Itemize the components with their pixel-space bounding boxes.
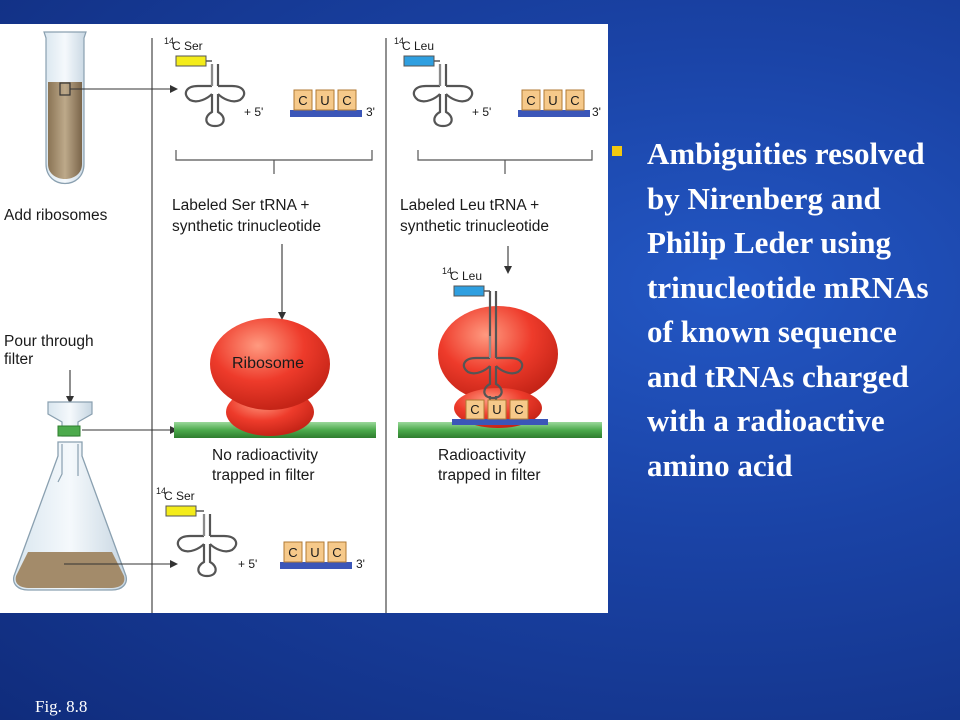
svg-text:14: 14 — [164, 36, 174, 46]
pour-filter-label-2: filter — [4, 351, 33, 368]
svg-text:3': 3' — [366, 105, 375, 119]
svg-text:+ 5': + 5' — [472, 105, 491, 119]
radioactivity-label-2: trapped in filter — [438, 467, 541, 484]
svg-text:C: C — [570, 93, 579, 108]
leu-trna-top: 14 C Leu — [394, 36, 474, 128]
svg-text:Ser: Ser — [184, 39, 203, 53]
labeled-ser-label-2: synthetic trinucleotide — [172, 218, 321, 235]
svg-text:U: U — [548, 93, 557, 108]
filter-strip-leu — [398, 422, 602, 438]
pour-filter-label-1: Pour through — [4, 333, 94, 350]
svg-text:3': 3' — [356, 557, 365, 571]
svg-text:C: C — [450, 269, 459, 283]
figure-panel: Add ribosomes Pour through filter 14 C S… — [0, 24, 608, 613]
ser-trna-bottom: 14 C Ser — [156, 486, 238, 578]
bullet-block: Ambiguities resolved by Nirenberg and Ph… — [612, 132, 952, 488]
svg-text:C: C — [288, 545, 297, 560]
codon-ser-top: C U C — [290, 89, 362, 117]
labeled-leu-label-1: Labeled Leu tRNA + — [400, 197, 539, 214]
svg-text:C: C — [332, 545, 341, 560]
svg-text:C: C — [172, 39, 181, 53]
svg-text:C: C — [298, 93, 307, 108]
svg-text:C: C — [342, 93, 351, 108]
svg-text:14: 14 — [442, 266, 452, 276]
svg-text:+ 5': + 5' — [238, 557, 257, 571]
labeled-ser-label-1: Labeled Ser tRNA + — [172, 197, 309, 214]
ribosome-label: Ribosome — [232, 355, 304, 372]
svg-text:C: C — [164, 489, 173, 503]
svg-text:14: 14 — [156, 486, 166, 496]
svg-text:3': 3' — [592, 105, 601, 119]
svg-text:+ 5': + 5' — [244, 105, 263, 119]
no-radioactivity-label-1: No radioactivity — [212, 447, 318, 464]
add-ribosomes-label: Add ribosomes — [4, 207, 108, 224]
radioactivity-label-1: Radioactivity — [438, 447, 526, 464]
svg-text:C: C — [470, 402, 479, 417]
figure-caption: Fig. 8.8 — [35, 697, 88, 716]
no-radioactivity-label-2: trapped in filter — [212, 467, 315, 484]
ribosome-ser: Ribosome — [210, 318, 330, 436]
labeled-leu-label-2: synthetic trinucleotide — [400, 218, 549, 235]
codon-ser-bottom: C U C — [280, 541, 352, 569]
svg-text:Ser: Ser — [176, 489, 195, 503]
svg-text:U: U — [492, 402, 501, 417]
svg-text:14: 14 — [394, 36, 404, 46]
test-tube — [43, 31, 178, 185]
svg-text:C: C — [526, 93, 535, 108]
svg-text:Leu: Leu — [462, 269, 482, 283]
bullet-text: Ambiguities resolved by Nirenberg and Ph… — [647, 136, 929, 483]
svg-text:U: U — [310, 545, 319, 560]
filter-flask — [12, 401, 178, 591]
svg-text:U: U — [320, 93, 329, 108]
bullet-square-icon — [612, 146, 622, 156]
svg-text:Leu: Leu — [414, 39, 434, 53]
ribosome-leu: 14 C Leu C U C — [438, 266, 558, 428]
svg-text:C: C — [514, 402, 523, 417]
svg-text:C: C — [402, 39, 411, 53]
codon-leu-top: C U C — [518, 89, 590, 117]
ser-trna-top: 14 C Ser — [164, 36, 246, 128]
